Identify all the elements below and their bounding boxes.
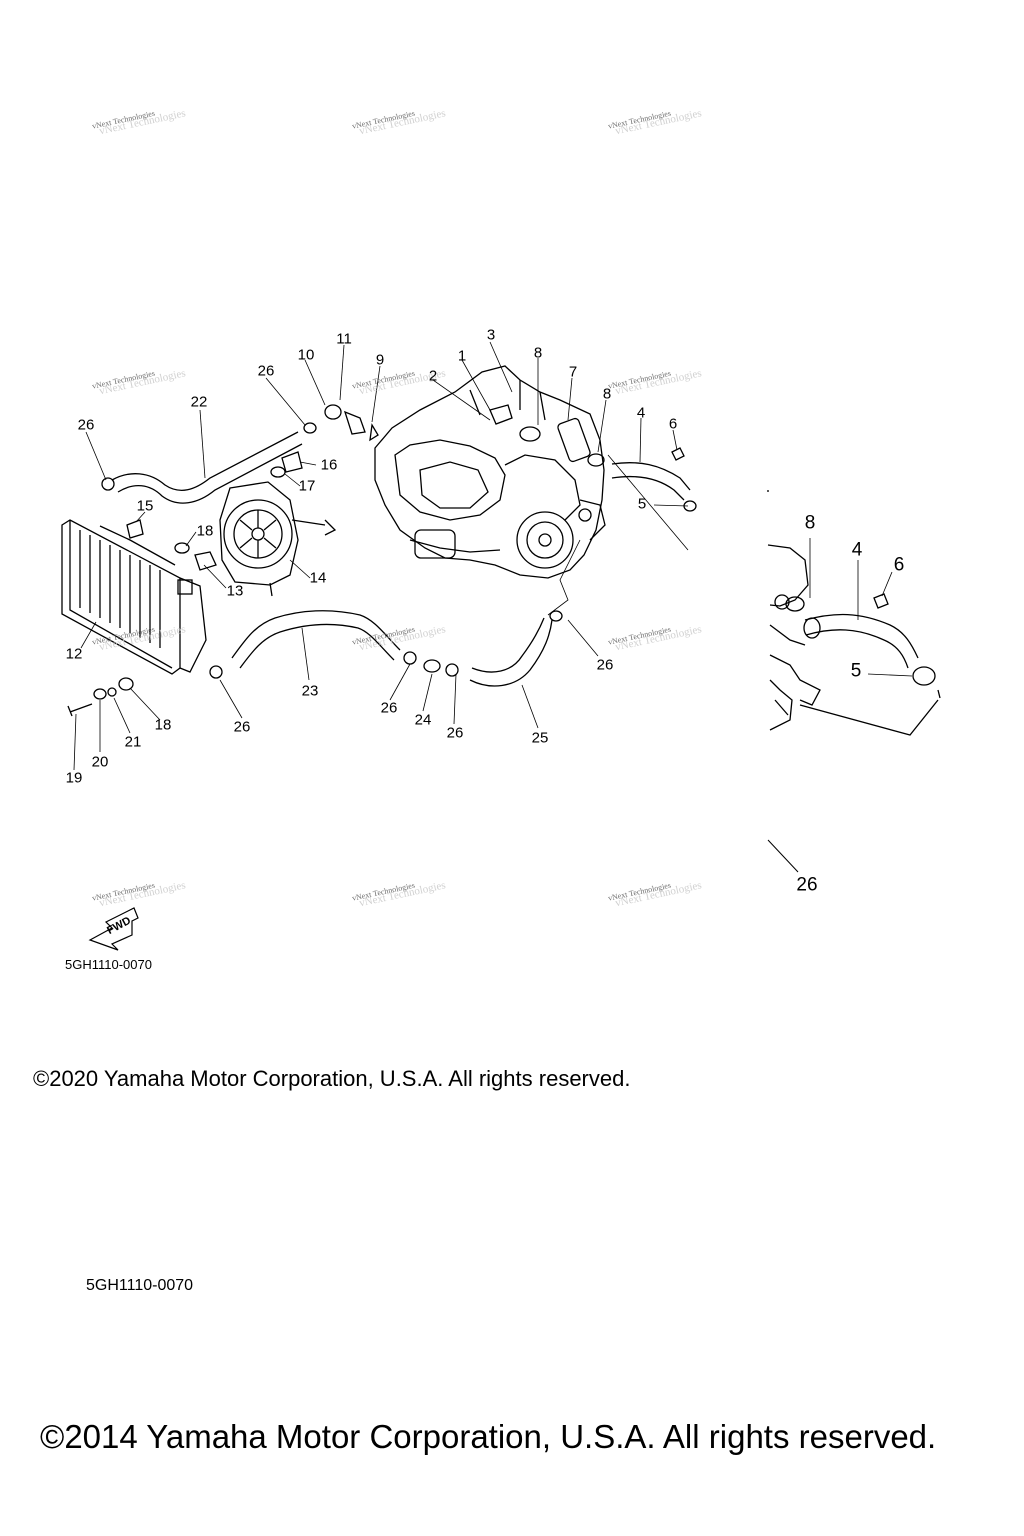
callout-26f[interactable]: 26: [596, 656, 614, 674]
callout-21[interactable]: 21: [124, 733, 142, 751]
callout-7[interactable]: 7: [568, 363, 578, 381]
small-parts: [67, 404, 697, 717]
callout-6[interactable]: 6: [668, 415, 678, 433]
callout-1[interactable]: 1: [457, 347, 467, 365]
pipe-4: [611, 462, 691, 501]
hose-23: [231, 610, 401, 669]
hose-25: [469, 617, 553, 687]
callout-26c[interactable]: 26: [233, 718, 251, 736]
callout-22[interactable]: 22: [190, 393, 208, 411]
inset-callout-26[interactable]: 26: [796, 874, 818, 896]
callout-26[interactable]: 26: [257, 362, 275, 380]
callout-9[interactable]: 9: [375, 351, 385, 369]
inset-callout-8[interactable]: 8: [804, 512, 816, 534]
callout-3[interactable]: 3: [486, 326, 496, 344]
callout-15[interactable]: 15: [136, 497, 154, 515]
diagram-code-small: 5GH1110-0070: [65, 957, 152, 972]
callout-16[interactable]: 16: [320, 456, 338, 474]
callout-17[interactable]: 17: [298, 477, 316, 495]
callout-13[interactable]: 13: [226, 582, 244, 600]
callout-18b[interactable]: 18: [154, 716, 172, 734]
callout-5[interactable]: 5: [637, 495, 647, 513]
callout-24[interactable]: 24: [414, 711, 432, 729]
callout-10[interactable]: 10: [297, 346, 315, 364]
callout-14[interactable]: 14: [309, 569, 327, 587]
callout-25[interactable]: 25: [531, 729, 549, 747]
engine-block: [374, 365, 606, 579]
callout-19[interactable]: 19: [65, 769, 83, 787]
leader-lines: [73, 341, 689, 771]
hose-22: [111, 431, 303, 504]
callout-26d[interactable]: 26: [380, 699, 398, 717]
copyright-2020: ©2020 Yamaha Motor Corporation, U.S.A. A…: [33, 1066, 631, 1091]
inset-detail: [767, 490, 941, 873]
fwd-arrow: [88, 907, 139, 951]
callout-8[interactable]: 8: [533, 344, 543, 362]
callout-26e[interactable]: 26: [446, 724, 464, 742]
callout-20[interactable]: 20: [91, 753, 109, 771]
fan-assembly: [219, 481, 337, 597]
inset-callout-6[interactable]: 6: [893, 554, 905, 576]
callout-8b[interactable]: 8: [602, 385, 612, 403]
callout-2[interactable]: 2: [428, 367, 438, 385]
callout-4[interactable]: 4: [636, 404, 646, 422]
copyright-2014: ©2014 Yamaha Motor Corporation, U.S.A. A…: [40, 1418, 937, 1455]
inset-callout-4[interactable]: 4: [851, 539, 863, 561]
inset-callout-5[interactable]: 5: [850, 660, 862, 682]
callout-12[interactable]: 12: [65, 645, 83, 663]
callout-18[interactable]: 18: [196, 522, 214, 540]
radiator: [61, 519, 207, 675]
callout-11[interactable]: 11: [336, 330, 352, 348]
callout-23[interactable]: 23: [301, 682, 319, 700]
diagram-code-large: 5GH1110-0070: [86, 1277, 194, 1294]
callout-26b[interactable]: 26: [77, 416, 95, 434]
